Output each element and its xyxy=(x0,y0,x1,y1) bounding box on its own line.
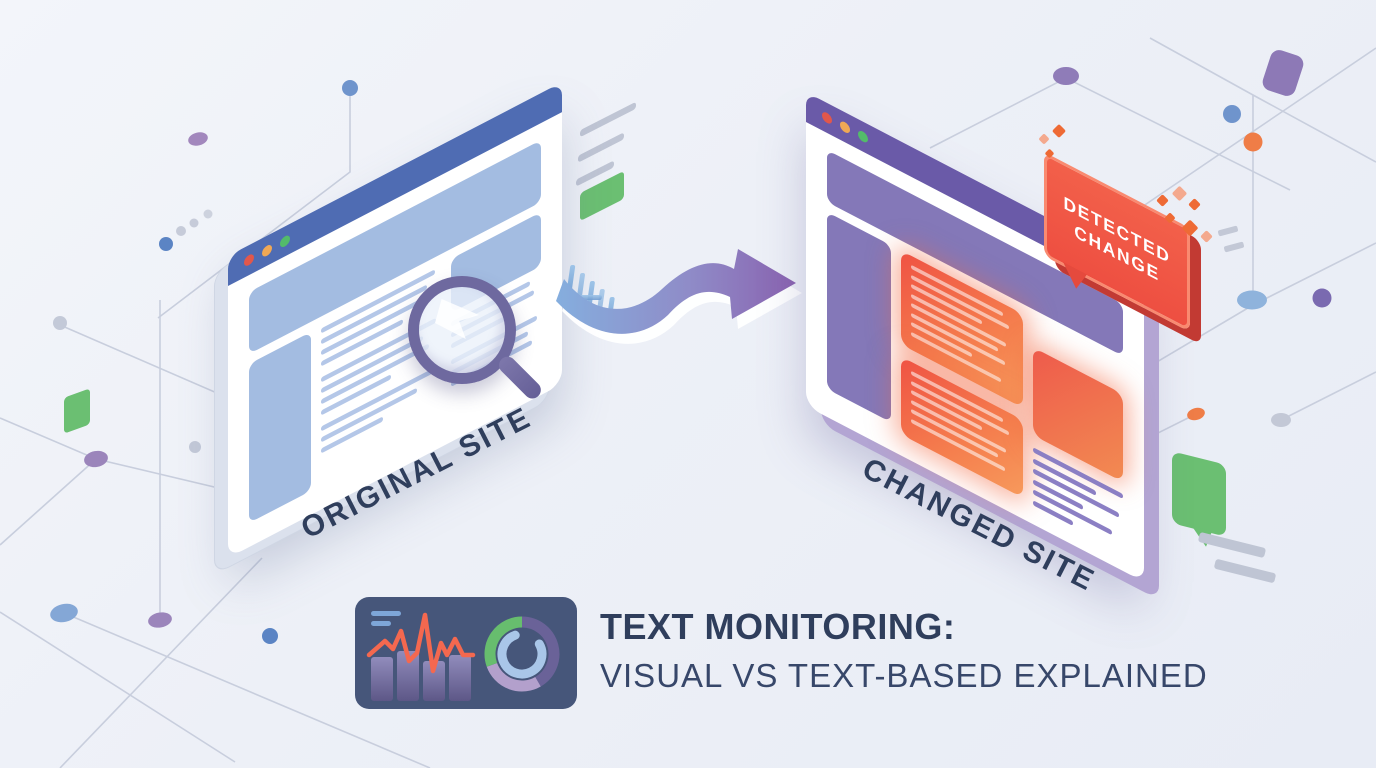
caption-subtitle: VISUAL VS TEXT-BASED EXPLAINED xyxy=(600,657,1208,694)
original-sidebar-block xyxy=(249,331,311,523)
caption: TEXT MONITORING: VISUAL VS TEXT-BASED EX… xyxy=(600,606,1208,695)
traffic-light-orange-icon xyxy=(840,119,850,135)
mini-dashboard-chart-icon xyxy=(355,597,577,709)
traffic-light-green-icon xyxy=(858,129,868,145)
changed-sidebar-block xyxy=(827,211,891,422)
curved-right-arrow-icon xyxy=(556,249,802,344)
traffic-light-orange-icon xyxy=(262,243,272,259)
traffic-light-red-icon xyxy=(822,110,832,126)
green-speech-bubble-icon xyxy=(1172,451,1226,537)
traffic-light-green-icon xyxy=(280,233,290,249)
magnifying-glass-icon xyxy=(408,276,545,402)
caption-title: TEXT MONITORING: xyxy=(600,606,956,647)
changed-right-column xyxy=(1033,319,1123,550)
traffic-light-red-icon xyxy=(244,252,254,268)
